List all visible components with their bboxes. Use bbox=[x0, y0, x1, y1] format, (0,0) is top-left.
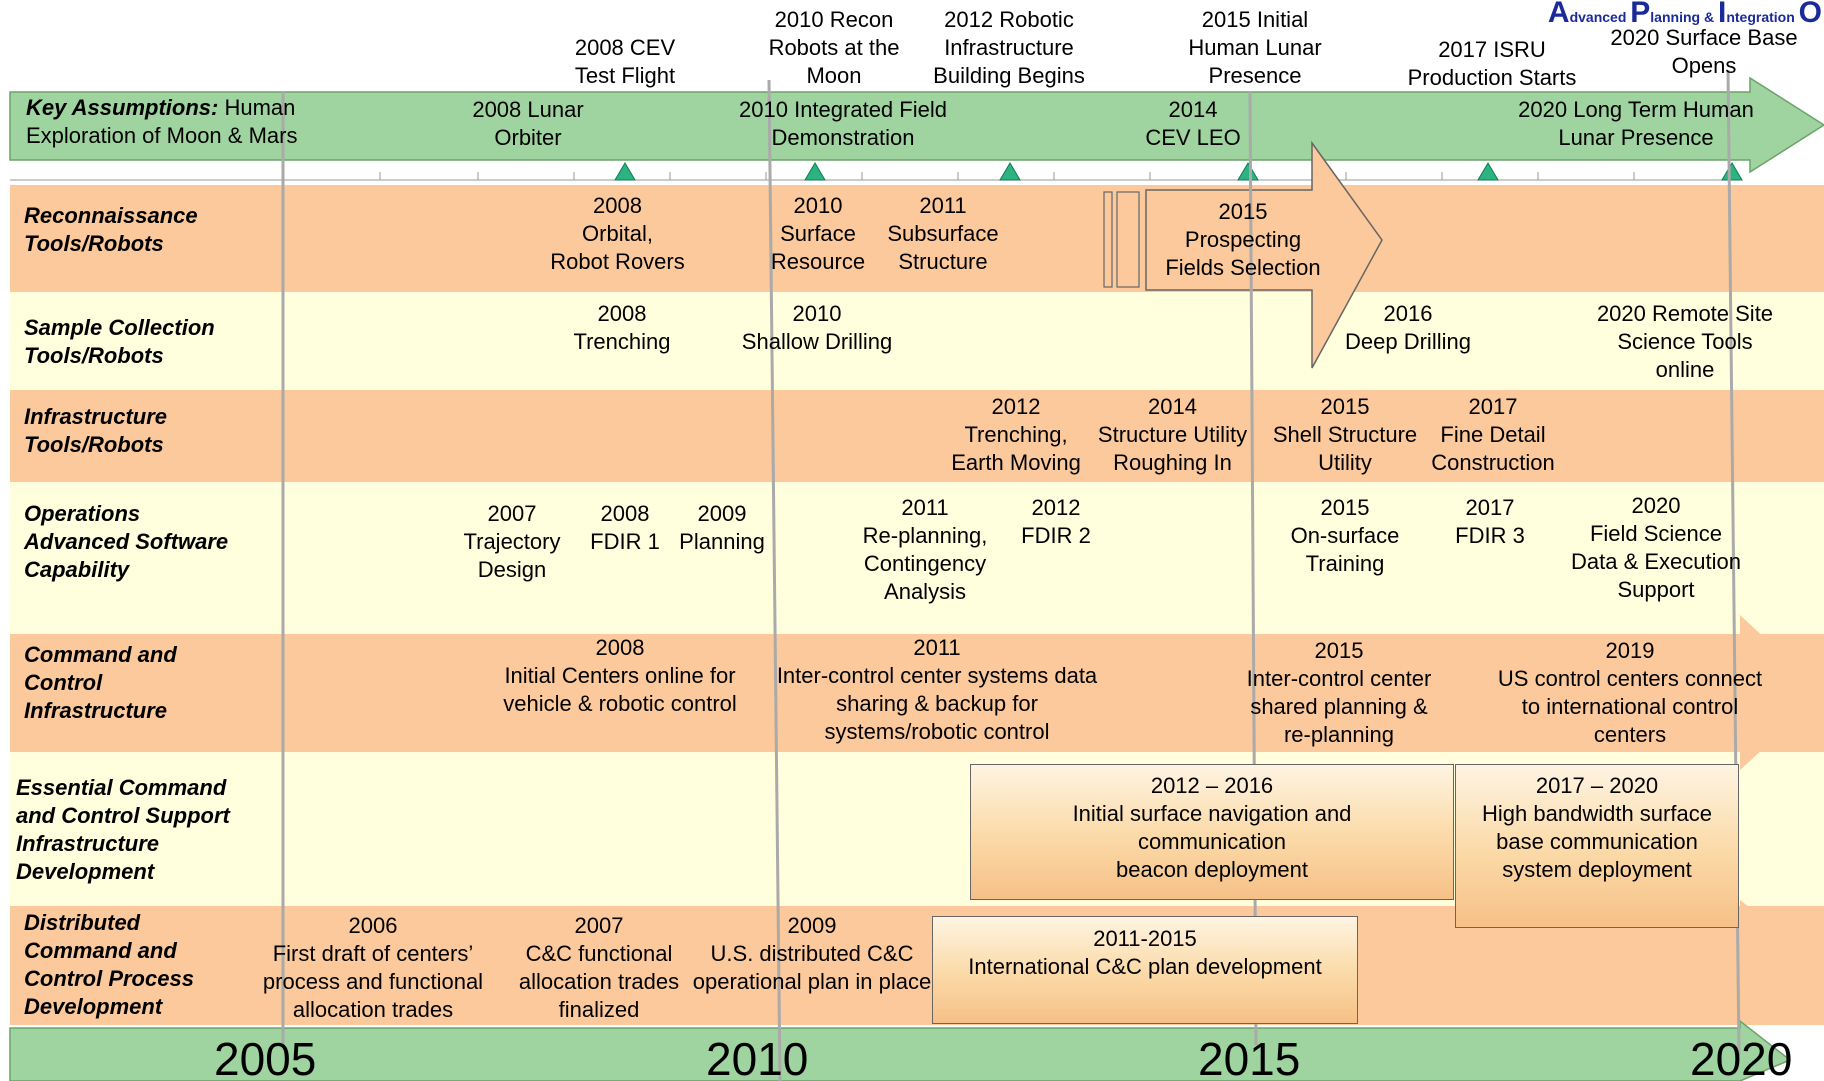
ops-item: 2015 On-surface Training bbox=[1290, 495, 1400, 576]
milestone-label: 2017 ISRU Production Starts bbox=[1407, 37, 1577, 90]
cci-item: 2019 US control centers connect to inter… bbox=[1497, 638, 1763, 747]
sample-item: 2020 Remote Site Science Tools online bbox=[1596, 301, 1774, 382]
milestone-marker-2012 bbox=[999, 162, 1021, 181]
support-box-bandwidth: 2017 – 2020 High bandwidth surface base … bbox=[1455, 764, 1739, 928]
year-label-2020: 2020 bbox=[1690, 1033, 1793, 1081]
milestone-label: 2010 Recon Robots at the Moon bbox=[768, 7, 900, 88]
year-label-2010: 2010 bbox=[706, 1033, 809, 1081]
ops-item: 2009 Planning bbox=[679, 501, 765, 554]
api-logo: Advanced Planning & Integration O bbox=[1547, 0, 1822, 29]
row-label-operations: Operations Advanced Software Capability bbox=[24, 501, 229, 582]
row-band-infrastructure bbox=[10, 390, 1824, 482]
recon-bar-2 bbox=[1116, 191, 1140, 288]
ops-item: 2007 Trajectory Design bbox=[463, 501, 561, 582]
row-arrowhead-operations bbox=[1740, 482, 1800, 634]
key-assumptions-label: Key Assumptions: Human Exploration of Mo… bbox=[26, 94, 297, 150]
key-assumptions-text: Human Exploration of Moon & Mars bbox=[26, 95, 298, 148]
assumption-item: 2010 Integrated Field Demonstration bbox=[739, 97, 947, 150]
recon-bar-1 bbox=[1103, 191, 1113, 288]
ops-item: 2012 FDIR 2 bbox=[1021, 495, 1091, 548]
milestone-label: 2008 CEV Test Flight bbox=[574, 35, 676, 88]
distributed-box-international: 2011-2015 International C&C plan develop… bbox=[932, 916, 1358, 1024]
row-label-command: Command and Control Infrastructure bbox=[24, 642, 177, 723]
milestone-marker-2008 bbox=[614, 162, 636, 181]
recon-item: 2008 Orbital, Robot Rovers bbox=[550, 193, 685, 274]
infra-item: 2014 Structure Utility Roughing In bbox=[1097, 394, 1248, 475]
distributed-item: 2007 C&C functional allocation trades fi… bbox=[518, 913, 680, 1022]
milestone-label: 2020 Surface Base Opens bbox=[1610, 25, 1798, 78]
row-label-sample: Sample Collection Tools/Robots bbox=[24, 315, 215, 368]
key-assumptions-heading: Key Assumptions: bbox=[26, 95, 219, 120]
guide-line-2010 bbox=[767, 79, 782, 1081]
row-band-reconnaissance bbox=[10, 185, 1824, 292]
row-arrowhead-sample bbox=[1740, 292, 1800, 390]
row-band-operations bbox=[10, 482, 1824, 634]
key-assumptions-arrow bbox=[9, 76, 1824, 174]
row-arrowhead-distributed bbox=[1740, 900, 1824, 1030]
row-arrowhead-command bbox=[1740, 615, 1824, 770]
infra-item: 2012 Trenching, Earth Moving bbox=[951, 394, 1081, 475]
ops-item: 2008 FDIR 1 bbox=[590, 501, 660, 554]
milestone-marker-2017 bbox=[1477, 162, 1499, 181]
milestone-marker-2020 bbox=[1721, 162, 1743, 181]
milestone-label: 2012 Robotic Infrastructure Building Beg… bbox=[933, 7, 1085, 88]
ops-item: 2020 Field Science Data & Execution Supp… bbox=[1571, 493, 1741, 602]
assumption-item: 2008 Lunar Orbiter bbox=[472, 97, 584, 150]
sample-item: 2008 Trenching bbox=[573, 301, 671, 354]
row-band-sample bbox=[10, 292, 1824, 390]
milestone-marker-2010 bbox=[804, 162, 826, 181]
row-label-support: Essential Command and Control Support In… bbox=[16, 775, 230, 884]
row-label-distributed: Distributed Command and Control Process … bbox=[24, 910, 194, 1019]
cci-item: 2011 Inter-control center systems data s… bbox=[776, 635, 1098, 744]
assumption-item: 2020 Long Term Human Lunar Presence bbox=[1518, 97, 1754, 150]
recon-item: 2010 Surface Resource bbox=[770, 193, 866, 274]
row-arrowhead-infrastructure bbox=[1740, 390, 1824, 482]
cci-item: 2015 Inter-control center shared plannin… bbox=[1246, 638, 1432, 747]
year-label-2005: 2005 bbox=[214, 1033, 317, 1081]
infra-item: 2017 Fine Detail Construction bbox=[1431, 394, 1555, 475]
row-label-reconnaissance: Reconnaissance Tools/Robots bbox=[24, 203, 198, 256]
support-box-navigation: 2012 – 2016 Initial surface navigation a… bbox=[970, 764, 1454, 900]
tick-marks bbox=[379, 172, 1635, 180]
row-label-infrastructure: Infrastructure Tools/Robots bbox=[24, 404, 168, 457]
row-arrowhead-reconnaissance bbox=[1740, 185, 1824, 292]
recon-prospecting-label: 2015 Prospecting Fields Selection bbox=[1165, 199, 1321, 280]
distributed-item: 2006 First draft of centers’ process and… bbox=[262, 913, 484, 1022]
cci-item: 2008 Initial Centers online for vehicle … bbox=[503, 635, 737, 716]
assumption-item: 2014 CEV LEO bbox=[1145, 97, 1241, 150]
sample-item: 2016 Deep Drilling bbox=[1345, 301, 1471, 354]
distributed-item: 2009 U.S. distributed C&C operational pl… bbox=[692, 913, 932, 994]
recon-item: 2011 Subsurface Structure bbox=[887, 193, 999, 274]
recon-prospecting-arrow bbox=[1145, 140, 1383, 369]
milestone-marker-2015 bbox=[1237, 162, 1259, 181]
ops-item: 2017 FDIR 3 bbox=[1455, 495, 1525, 548]
milestone-label: 2015 Initial Human Lunar Presence bbox=[1188, 7, 1322, 88]
ops-item: 2011 Re-planning, Contingency Analysis bbox=[862, 495, 988, 604]
infra-item: 2015 Shell Structure Utility bbox=[1272, 394, 1418, 475]
row-band-command bbox=[10, 634, 1824, 752]
sample-item: 2010 Shallow Drilling bbox=[741, 301, 893, 354]
year-label-2015: 2015 bbox=[1198, 1033, 1301, 1081]
